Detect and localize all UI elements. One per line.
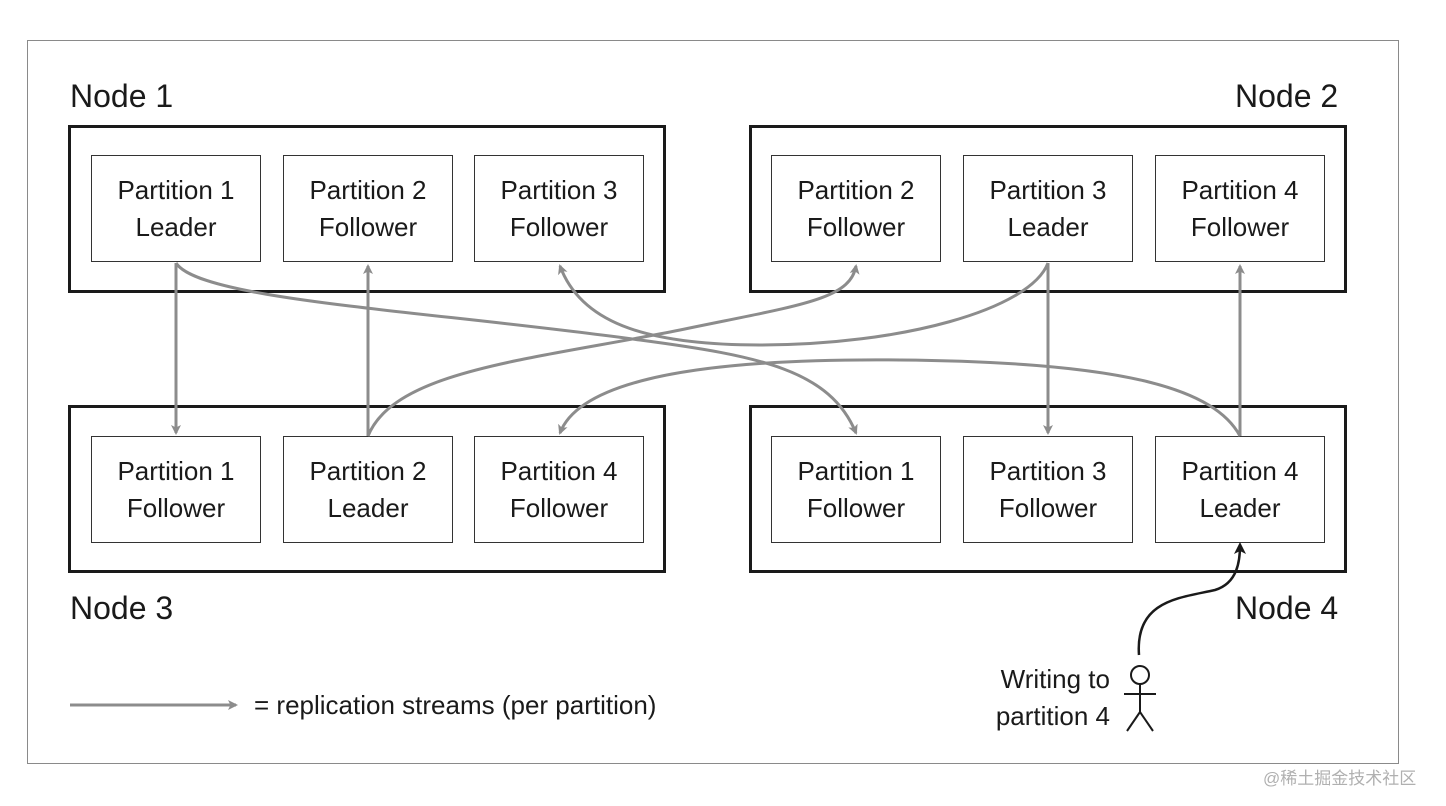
partition-role: Follower: [509, 492, 609, 523]
partition-role: Follower: [509, 211, 609, 242]
node-1-label: Node 1: [70, 78, 174, 114]
node-4-partition-4: Partition 4 Leader: [1155, 436, 1325, 543]
stream-p3-node2-to-node1: [558, 262, 1050, 347]
node-3-partition-2: Partition 2 Leader: [283, 436, 453, 543]
partition-name: Partition 4: [1181, 174, 1299, 205]
node-2-partition-2: Partition 2 Follower: [771, 155, 941, 262]
partition-name: Partition 4: [1181, 455, 1299, 486]
partition-name: Partition 1: [117, 455, 235, 486]
partition-name: Partition 3: [500, 174, 618, 205]
node-3-label: Node 3: [70, 590, 174, 626]
node-1-partition-3: Partition 3 Follower: [474, 155, 644, 262]
partition-name: Partition 2: [309, 455, 427, 486]
partition-name: Partition 3: [989, 455, 1107, 486]
writer-label-line-2: partition 4: [995, 701, 1110, 731]
writer-person-icon: [1124, 665, 1156, 732]
node-3-partition-4: Partition 4 Follower: [474, 436, 644, 543]
node-2-partition-4: Partition 4 Follower: [1155, 155, 1325, 262]
stream-p2-node3-to-node2: [366, 264, 860, 437]
node-1-partition-2: Partition 2 Follower: [283, 155, 453, 262]
partition-role: Follower: [126, 492, 226, 523]
partition-role: Leader: [135, 211, 217, 242]
node-1-partition-1: Partition 1 Leader: [91, 155, 261, 262]
partition-name: Partition 1: [797, 455, 915, 486]
partition-role: Follower: [318, 211, 418, 242]
partition-name: Partition 2: [797, 174, 915, 205]
node-2-partition-3: Partition 3 Leader: [963, 155, 1133, 262]
partition-name: Partition 2: [309, 174, 427, 205]
stream-p1-node1-to-node4: [174, 262, 858, 435]
partition-role: Leader: [1199, 492, 1281, 523]
partition-role: Follower: [806, 492, 906, 523]
partition-name: Partition 4: [500, 455, 618, 486]
writer-label: Writing to partition 4: [960, 661, 1110, 735]
partition-role: Leader: [327, 492, 409, 523]
watermark: @稀土掘金技术社区: [1263, 769, 1417, 788]
write-arrow: [1137, 542, 1246, 656]
node-4-partition-1: Partition 1 Follower: [771, 436, 941, 543]
figure-frame: [27, 40, 1399, 764]
partition-role: Follower: [1190, 211, 1290, 242]
node-3-partition-1: Partition 1 Follower: [91, 436, 261, 543]
partition-role: Follower: [806, 211, 906, 242]
node-4-label: Node 4: [1235, 590, 1339, 626]
partition-role: Follower: [998, 492, 1098, 523]
legend-label: = replication streams (per partition): [254, 690, 657, 720]
writer-label-line-1: Writing to: [1000, 664, 1110, 694]
node-2-label: Node 2: [1235, 78, 1339, 114]
partition-name: Partition 1: [117, 174, 235, 205]
node-4-partition-3: Partition 3 Follower: [963, 436, 1133, 543]
partition-role: Leader: [1007, 211, 1089, 242]
partition-name: Partition 3: [989, 174, 1107, 205]
stream-p4-node4-to-node3: [558, 358, 1242, 437]
